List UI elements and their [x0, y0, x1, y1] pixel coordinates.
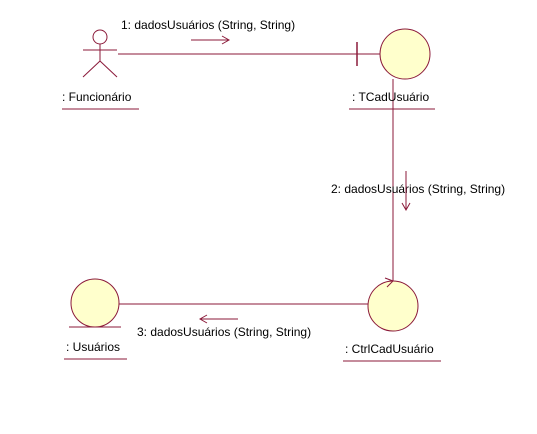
- boundary-circle: [379, 28, 431, 80]
- actor-leg-right: [99, 60, 118, 78]
- entity-usuarios[interactable]: [69, 278, 121, 328]
- label-ctrl: : CtrlCadUsuário: [345, 342, 434, 356]
- message-1-arrow: [191, 35, 231, 45]
- label-usuarios: : Usuários: [66, 340, 120, 354]
- control-circle: [367, 280, 419, 332]
- message-2-arrow: [401, 171, 411, 212]
- message-3-arrow: [198, 314, 238, 324]
- actor-head: [92, 29, 108, 45]
- boundary-tcad[interactable]: [356, 28, 431, 80]
- entity-circle: [70, 278, 120, 328]
- actor-funcionario[interactable]: [82, 29, 118, 78]
- message-2-label: 2: dadosUsuários (String, String): [331, 182, 505, 196]
- control-ctrl[interactable]: [367, 277, 419, 332]
- label-funcionario: : Funcionário: [62, 90, 132, 104]
- label-tcad: : TCadUsuário: [352, 90, 429, 104]
- message-3-label: 3: dadosUsuários (String, String): [137, 325, 311, 339]
- actor-leg-left: [82, 60, 101, 78]
- message-1-label: 1: dadosUsuários (String, String): [121, 18, 295, 32]
- control-arrowhead: [384, 277, 394, 288]
